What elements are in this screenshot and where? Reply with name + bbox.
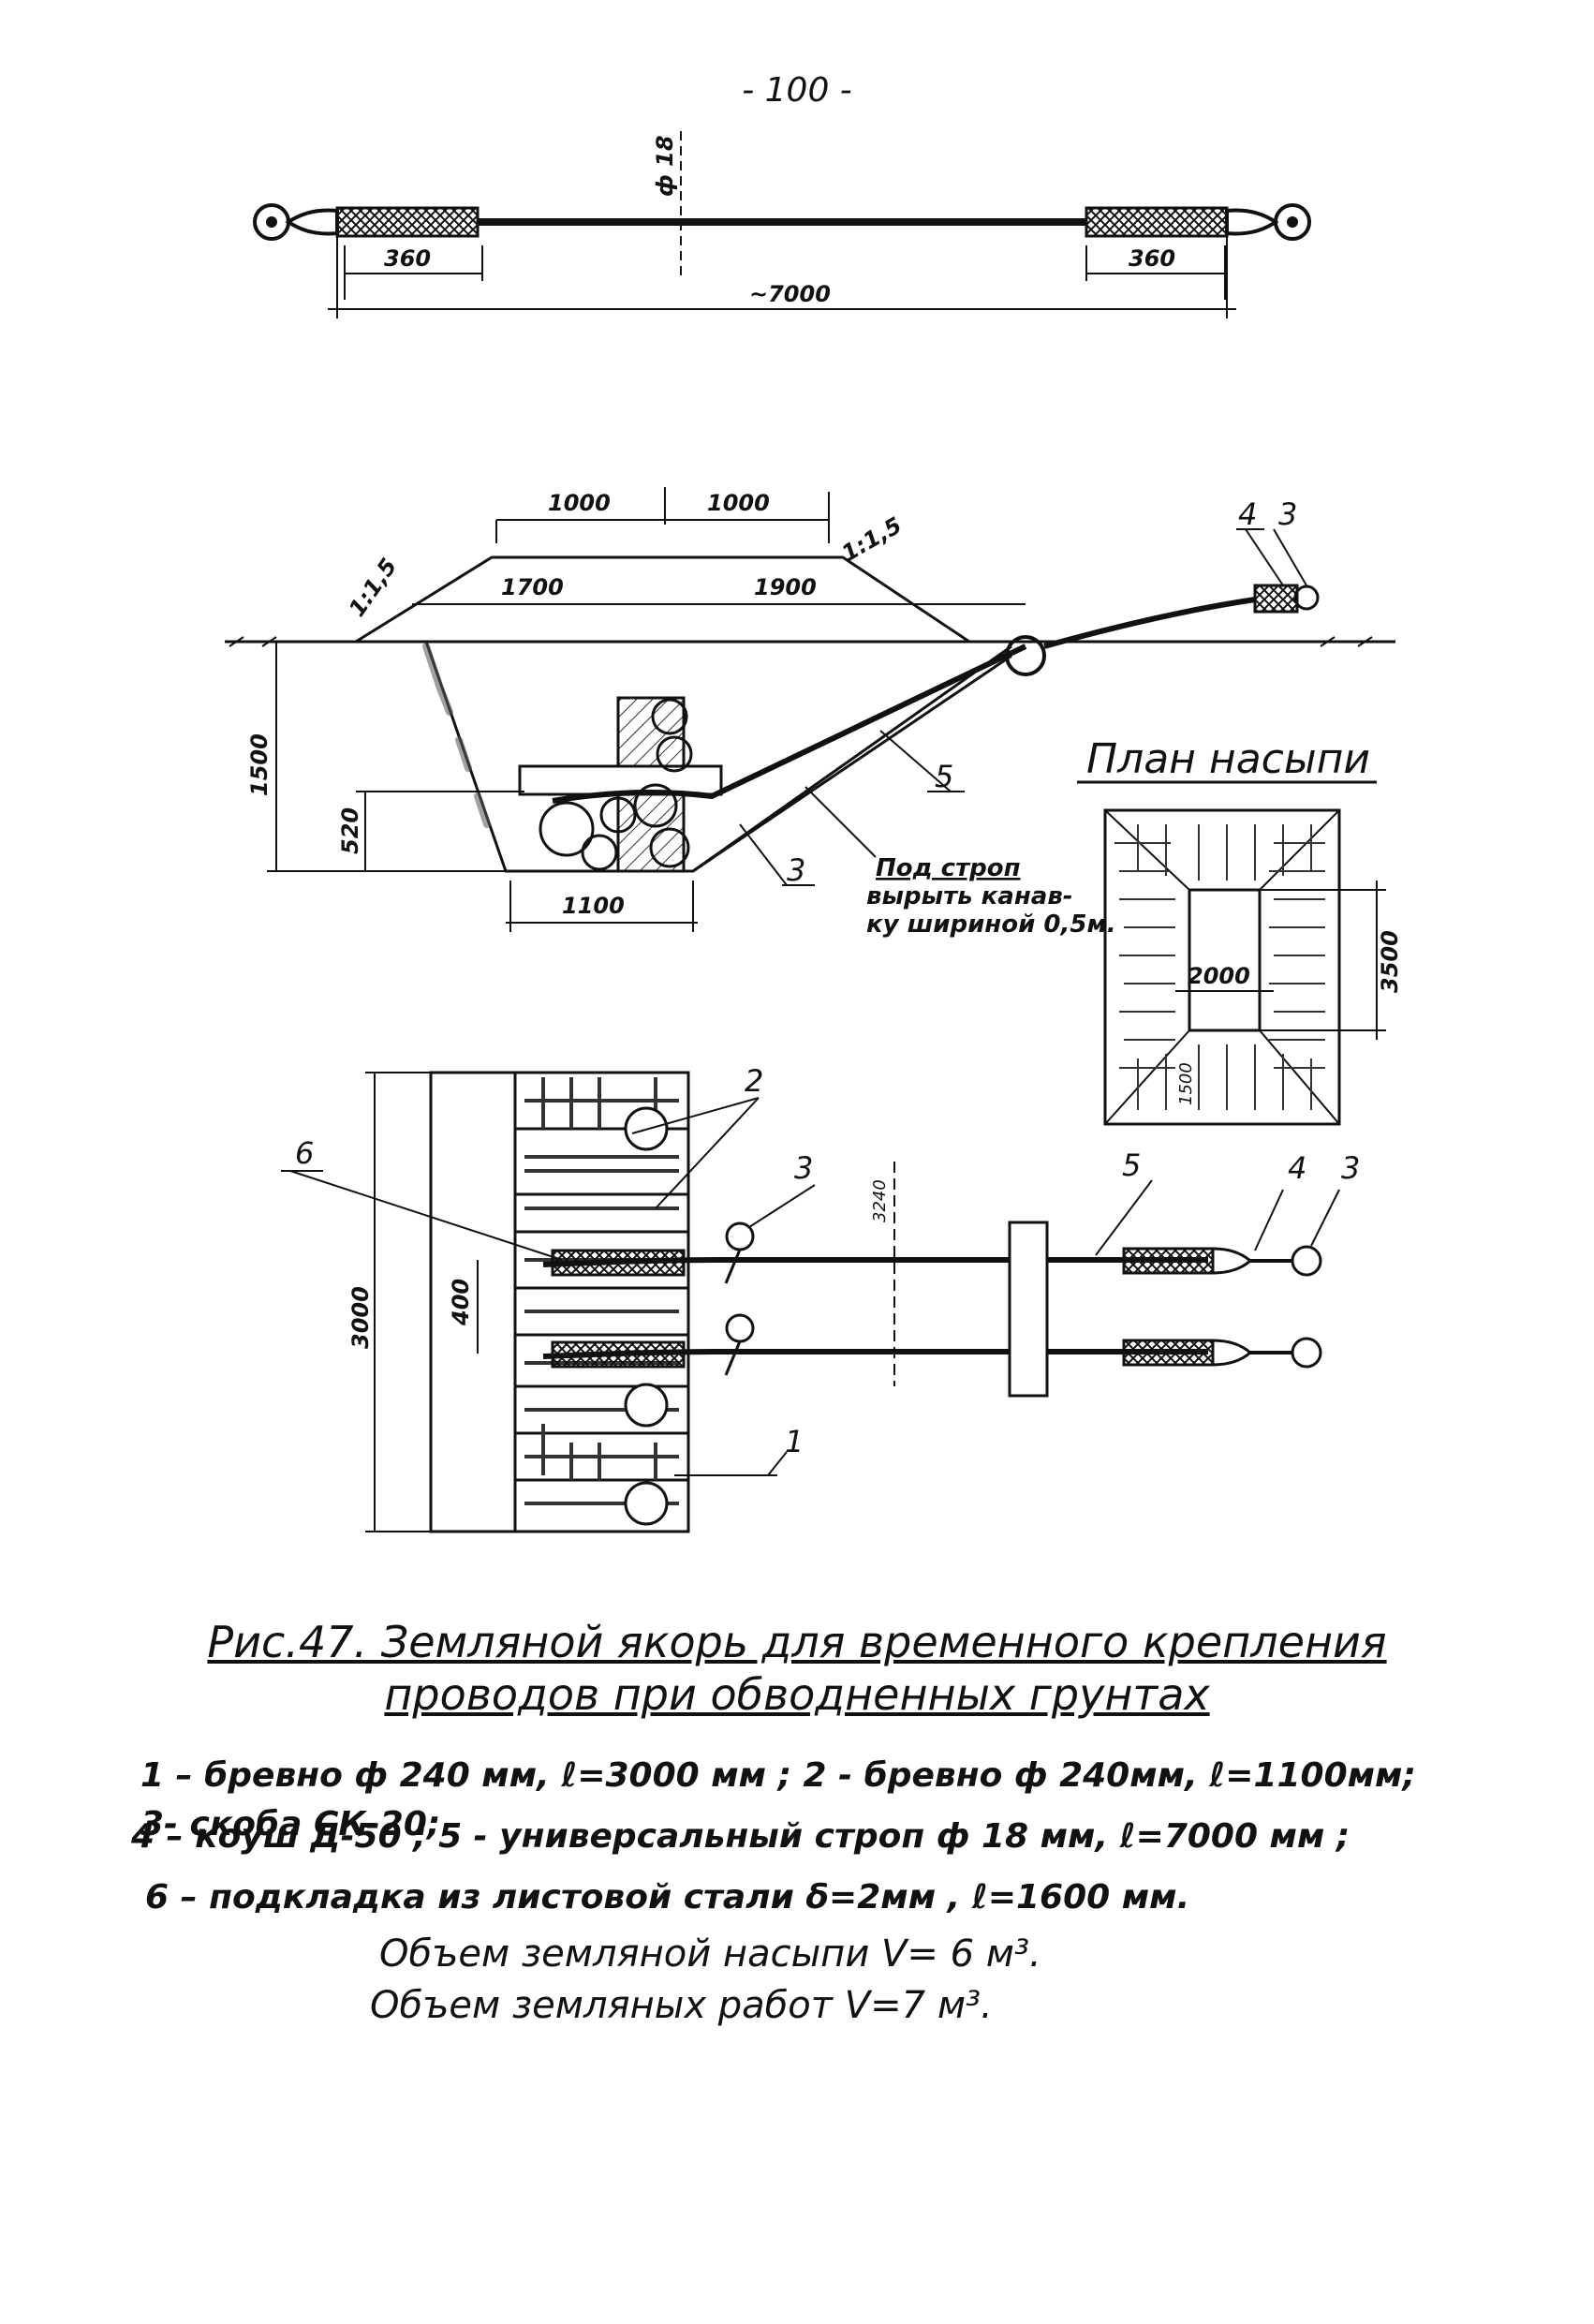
anchor-section: 1000 1000 1700 1900 1:1,5 1:1,5 1500 520… — [225, 487, 1395, 939]
log-height-dim: 520 — [337, 807, 363, 854]
slope-left: 1:1,5 — [344, 554, 402, 621]
spreader-post — [1008, 1221, 1049, 1398]
callout-4-top: 4 — [1288, 1150, 1306, 1186]
section-note-line3: ку шириной 0,5м. — [866, 910, 1116, 939]
shackle-upper-icon — [724, 1221, 755, 1284]
total-length: ~7000 — [749, 281, 831, 307]
embankment-outline — [355, 555, 970, 644]
pit-outline — [424, 641, 1012, 873]
page-number: - 100 - — [742, 71, 852, 110]
shackle-lower-icon — [724, 1313, 755, 1376]
diameter-label: ф 18 — [652, 135, 678, 197]
plan-height: 3500 — [1377, 930, 1403, 993]
callout-6: 6 — [295, 1135, 314, 1171]
dim-top-right: 1000 — [707, 490, 770, 516]
sling-detail: ф 18 360 360 ~7000 — [253, 131, 1311, 318]
callout-3-bottom: 3 — [787, 852, 805, 888]
callout-3-right: 3 — [1341, 1150, 1360, 1186]
legend-line1: 1 – бревно ф 240 мм, ℓ=3000 мм ; 2 - бре… — [140, 1756, 1416, 1843]
end-length-right: 360 — [1129, 245, 1175, 272]
legend-line3: 6 – подкладка из листовой стали δ=2мм , … — [145, 1878, 1190, 1917]
thimble-right-icon — [1225, 203, 1311, 241]
callout-5-top: 5 — [1122, 1147, 1141, 1183]
dim-left: 1700 — [501, 574, 564, 600]
plan-inner: 1500 — [1176, 1062, 1196, 1105]
thimble-lower-icon — [1212, 1337, 1322, 1369]
thimble-upper-icon — [1212, 1245, 1322, 1277]
dim-right: 1900 — [754, 574, 817, 600]
section-note-line1: Под строп — [876, 854, 1021, 882]
embankment-plan: План насыпи 3500 2000 1500 — [1077, 735, 1403, 1126]
log-ends — [539, 698, 693, 871]
anchor-top-view: 3000 400 3240 2 6 3 5 4 3 1 — [281, 1063, 1360, 1533]
sling-gap: 3240 — [870, 1179, 890, 1222]
callout-1: 1 — [785, 1424, 804, 1459]
figure-title-line2: проводов при обводненных грунтах — [384, 1669, 1210, 1720]
volume-works: Объем земляных работ V=7 м³. — [370, 1984, 993, 2027]
slope-right: 1:1,5 — [837, 512, 907, 568]
anchor-sling — [552, 644, 1027, 804]
plan-width: 2000 — [1188, 963, 1250, 989]
plan-title: План насыпи — [1086, 735, 1370, 783]
sling-braid-right — [1085, 206, 1229, 238]
figure-title-line1: Рис.47. Земляной якорь для временного кр… — [207, 1617, 1387, 1667]
callout-4: 4 — [1238, 496, 1257, 532]
callout-3-left: 3 — [794, 1150, 813, 1186]
section-note-line2: вырыть канав- — [866, 882, 1073, 910]
dim-top-left: 1000 — [548, 490, 611, 516]
sling-braid-left — [335, 206, 480, 238]
depth-dim: 1500 — [246, 733, 273, 796]
top-spacing: 400 — [448, 1279, 474, 1326]
end-length-left: 360 — [384, 245, 431, 272]
bottom-width-dim: 1100 — [562, 893, 625, 919]
callout-5: 5 — [935, 759, 953, 794]
log-horizontal — [518, 764, 723, 796]
thimble-left-icon — [253, 203, 339, 241]
figure-title: Рис.47. Земляной якорь для временного кр… — [0, 1616, 1594, 1721]
top-length: 3000 — [347, 1286, 374, 1349]
callout-3-top: 3 — [1278, 496, 1297, 532]
volume-fill: Объем земляной насыпи V= 6 м³. — [379, 1932, 1041, 1976]
legend-line2: 4 – коуш Д-50 ; 5 - универсальный строп … — [131, 1817, 1350, 1856]
callout-2: 2 — [745, 1063, 763, 1099]
